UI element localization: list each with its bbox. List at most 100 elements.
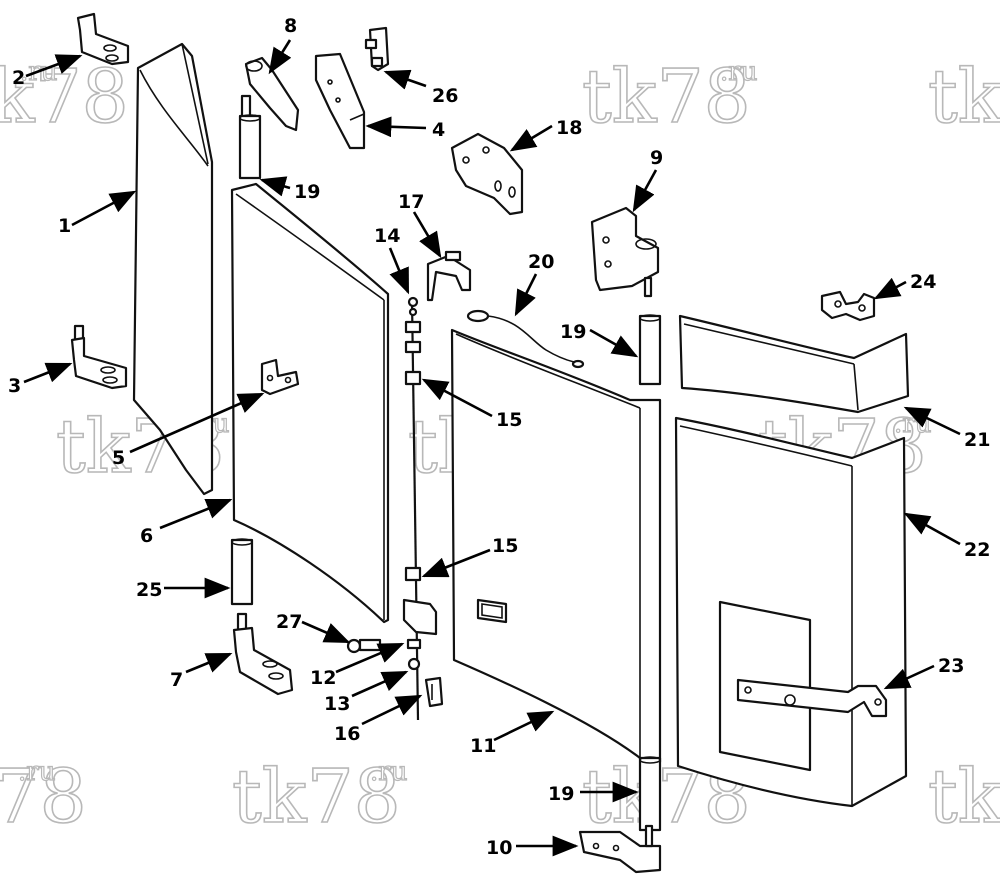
- watermark-top-center: tk78 .ru: [581, 53, 758, 141]
- part-12-plate: [402, 598, 438, 636]
- callout-11: 11: [470, 735, 496, 757]
- leader-13: [351, 670, 409, 698]
- callout-9: 9: [650, 147, 663, 169]
- part-10-hinge: [578, 824, 662, 874]
- watermark-suffix: .ru: [720, 57, 757, 87]
- leader-19b: [589, 328, 639, 358]
- callout-25: 25: [136, 579, 162, 601]
- part-20-wire: [466, 309, 585, 369]
- leader-22: [903, 512, 961, 546]
- callout-6: 6: [140, 525, 153, 547]
- leader-12: [335, 642, 405, 674]
- part-17-latch: [426, 250, 472, 302]
- leader-14: [388, 247, 410, 295]
- leader-15a: [421, 378, 493, 418]
- part-22-cabinet-body: [674, 416, 908, 808]
- callout-10: 10: [486, 837, 512, 859]
- leader-26: [383, 69, 427, 90]
- part-14-spring: [407, 296, 419, 308]
- callout-26: 26: [432, 85, 458, 107]
- callout-22: 22: [964, 539, 990, 561]
- callout-3: 3: [8, 375, 21, 397]
- part-5-bracket: [260, 358, 300, 396]
- leader-9: [632, 169, 658, 213]
- part-15-clip-lower: [404, 566, 422, 582]
- part-25-spacer: [230, 538, 254, 606]
- callout-16: 16: [334, 723, 360, 745]
- callout-18: 18: [556, 117, 582, 139]
- watermark-bottom-left: tk78 .ru: [0, 753, 88, 841]
- leader-5: [129, 392, 265, 454]
- part-9-hinge: [590, 206, 660, 298]
- leader-2: [25, 54, 83, 78]
- part-19-spacer-center: [638, 314, 662, 386]
- part-24-bracket: [820, 290, 876, 322]
- callout-5: 5: [112, 447, 125, 469]
- part-13-spring: [407, 657, 421, 671]
- watermark-text: tk78: [232, 754, 401, 840]
- part-8-hinge: [240, 56, 300, 132]
- part-27-bolt: [346, 638, 382, 654]
- leader-21: [903, 406, 961, 436]
- part-26-pin-block: [364, 26, 390, 72]
- callout-14: 14: [374, 225, 400, 247]
- callout-17: 17: [398, 191, 424, 213]
- leader-27: [301, 620, 351, 644]
- watermark-text: tk78: [0, 754, 87, 840]
- callout-19b: 19: [560, 321, 586, 343]
- callouts-layer: 1 2 3 4 5 6 7 8 9 10 11 12 13 14 15 15 1…: [8, 15, 990, 859]
- part-6-door-panel: [230, 182, 390, 624]
- watermark-bottom-center: tk78 .ru: [231, 753, 408, 841]
- parts-layer: [70, 12, 910, 874]
- callout-23: 23: [938, 655, 964, 677]
- callout-7: 7: [170, 669, 183, 691]
- part-2-hinge-bracket: [76, 12, 130, 66]
- callout-1: 1: [58, 215, 71, 237]
- part-19-spacer-top-left: [238, 114, 262, 180]
- part-3-hinge-bracket: [70, 324, 128, 390]
- leader-6: [159, 498, 233, 530]
- leader-7: [185, 652, 233, 674]
- part-4-plate: [314, 52, 366, 150]
- callout-24: 24: [910, 271, 936, 293]
- callout-15b: 15: [492, 535, 518, 557]
- callout-19c: 19: [548, 783, 574, 805]
- watermark-bottom-right: tk78: [927, 753, 1000, 841]
- leader-16: [361, 694, 423, 726]
- watermark-suffix: .ru: [20, 57, 57, 87]
- watermark-top-right: tk78: [927, 53, 1000, 141]
- leader-17: [412, 211, 442, 259]
- leader-19a: [259, 176, 291, 197]
- part-18-bracket: [450, 132, 524, 216]
- part-23-strap: [736, 678, 888, 718]
- callout-4: 4: [432, 119, 445, 141]
- part-15-clip-upper-a: [404, 320, 422, 334]
- watermark-suffix: .ru: [370, 757, 407, 787]
- callout-12: 12: [310, 667, 336, 689]
- leader-23: [883, 664, 935, 690]
- callout-15a: 15: [496, 409, 522, 431]
- part-15-clip-upper-b: [404, 370, 422, 386]
- part-21-top-cover: [678, 314, 910, 414]
- callout-2: 2: [12, 67, 25, 89]
- leader-24: [873, 277, 907, 300]
- part-16-bracket: [424, 676, 444, 708]
- callout-13: 13: [324, 693, 350, 715]
- callout-8: 8: [284, 15, 297, 37]
- callout-21: 21: [964, 429, 990, 451]
- leader-11: [493, 710, 555, 742]
- hinge-rod-assembly: [402, 296, 444, 721]
- watermark-suffix: .ru: [18, 757, 55, 787]
- leader-4: [365, 116, 427, 138]
- leader-15b: [421, 548, 491, 578]
- leader-18: [509, 124, 553, 152]
- part-19-spacer-bottom: [638, 756, 662, 832]
- watermark-suffix: .ru: [894, 409, 931, 439]
- part-11-center-door: [450, 328, 662, 766]
- watermark-text: tk78: [928, 54, 1000, 140]
- watermark-text: tk78: [928, 754, 1000, 840]
- leaders-layer: [23, 39, 961, 857]
- leader-3: [23, 362, 73, 384]
- callout-27: 27: [276, 611, 302, 633]
